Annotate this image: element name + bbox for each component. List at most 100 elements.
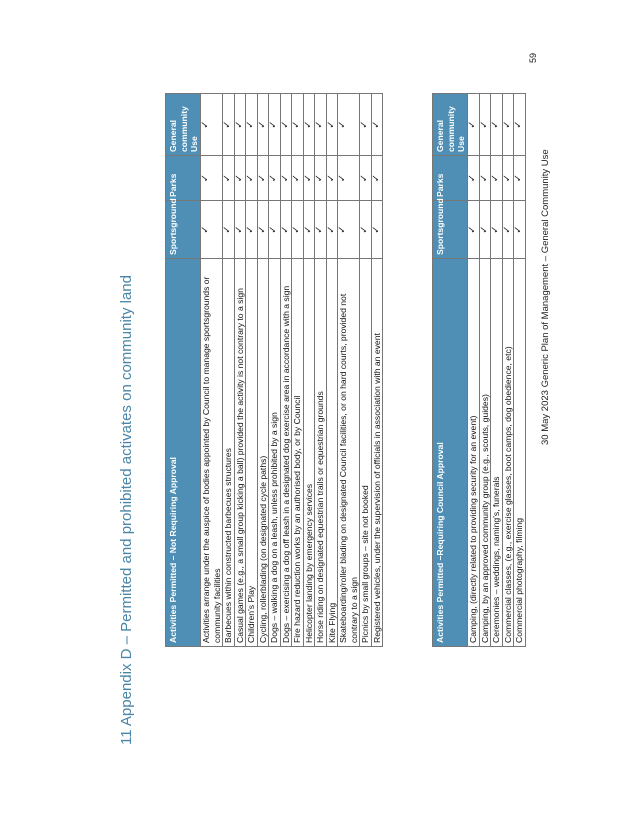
sportsground-tick-cell: ✓ (291, 200, 303, 259)
parks-tick-cell: ✓ (303, 155, 315, 201)
table-row: Horse riding on designated equestrian tr… (314, 93, 326, 647)
column-header-general-community-use: General community Use (432, 93, 468, 156)
general-community-use-tick-cell: ✓ (502, 93, 514, 156)
table-row: Fire hazard reduction works by an author… (291, 93, 303, 647)
sportsground-tick-cell: ✓ (479, 200, 491, 259)
table-row: Commercial photography, filming✓✓✓ (513, 93, 525, 647)
sportsground-tick-cell: ✓ (200, 200, 223, 259)
table-row: Dogs – exercising a dog off leash in a d… (280, 93, 292, 647)
parks-tick-cell: ✓ (479, 155, 491, 201)
parks-tick-cell: ✓ (467, 155, 479, 201)
table-row: Skateboarding/roller blading on designat… (337, 93, 360, 647)
page-footer: 30 May 2023 Generic Plan of Management –… (540, 149, 551, 445)
activity-cell: Ceremonies – weddings, naming’s, funeral… (490, 258, 502, 647)
activity-cell: Activities arrange under the auspice of … (200, 258, 223, 647)
sportsground-tick-cell: ✓ (502, 200, 514, 259)
column-header-parks: Parks (165, 155, 201, 201)
general-community-use-tick-cell: ✓ (291, 93, 303, 156)
general-community-use-tick-cell: ✓ (513, 93, 525, 156)
activity-cell: Kite Flying (326, 258, 338, 647)
activity-cell: Skateboarding/roller blading on designat… (337, 258, 360, 647)
activity-cell: Camping, (directly related to providing … (467, 258, 479, 647)
general-community-use-tick-cell: ✓ (314, 93, 326, 156)
sportsground-tick-cell: ✓ (257, 200, 269, 259)
activity-cell: Helicopter landing by emergency services (303, 258, 315, 647)
general-community-use-tick-cell: ✓ (200, 93, 223, 156)
table-row: Camping, by an approved community group … (479, 93, 491, 647)
sportsground-tick-cell: ✓ (280, 200, 292, 259)
sportsground-tick-cell: ✓ (337, 200, 360, 259)
permitted-activities-table: Activities Permitted – Not Requiring App… (165, 93, 383, 647)
parks-tick-cell: ✓ (257, 155, 269, 201)
activity-cell: Dogs – walking a dog on a leash, unless … (268, 258, 280, 647)
general-community-use-tick-cell: ✓ (326, 93, 338, 156)
parks-tick-cell: ✓ (490, 155, 502, 201)
general-community-use-tick-cell: ✓ (371, 93, 383, 156)
column-header-parks: Parks (432, 155, 468, 201)
table-row: Helicopter landing by emergency services… (303, 93, 315, 647)
activity-cell: Children’s Play (245, 258, 257, 647)
sportsground-tick-cell: ✓ (222, 200, 234, 259)
column-header-sportsground: Sportsground (165, 198, 201, 259)
activity-cell: Cycling, rollerblading (on designated cy… (257, 258, 269, 647)
activity-cell: Commercial classes, (e.g., exercise glas… (502, 258, 514, 647)
table-row: Ceremonies – weddings, naming’s, funeral… (490, 93, 502, 647)
parks-tick-cell: ✓ (234, 155, 246, 201)
table-body: Activities arrange under the auspice of … (200, 93, 383, 647)
activity-cell: Commercial photography, filming (513, 258, 525, 647)
page-number: 59 (528, 52, 538, 63)
column-header-activity: Activities Permitted –Requiring Council … (432, 258, 468, 647)
table-row: Kite Flying✓✓✓ (326, 93, 338, 647)
activity-cell: Picnics by small groups – site not booke… (359, 258, 371, 647)
general-community-use-tick-cell: ✓ (303, 93, 315, 156)
sportsground-tick-cell: ✓ (245, 200, 257, 259)
table-row: Cycling, rollerblading (on designated cy… (257, 93, 269, 647)
general-community-use-tick-cell: ✓ (359, 93, 371, 156)
general-community-use-tick-cell: ✓ (245, 93, 257, 156)
table-row: Dogs – walking a dog on a leash, unless … (268, 93, 280, 647)
general-community-use-tick-cell: ✓ (234, 93, 246, 156)
table-header-row: Activities Permitted –Requiring Council … (432, 93, 468, 647)
activity-cell: Horse riding on designated equestrian tr… (314, 258, 326, 647)
general-community-use-tick-cell: ✓ (280, 93, 292, 156)
general-community-use-tick-cell: ✓ (337, 93, 360, 156)
parks-tick-cell: ✓ (222, 155, 234, 201)
activity-cell: Fire hazard reduction works by an author… (291, 258, 303, 647)
general-community-use-tick-cell: ✓ (490, 93, 502, 156)
parks-tick-cell: ✓ (371, 155, 383, 201)
parks-tick-cell: ✓ (291, 155, 303, 201)
activity-cell: Casual games (e.g., a small group kickin… (234, 258, 246, 647)
table-row: Casual games (e.g., a small group kickin… (234, 93, 246, 647)
parks-tick-cell: ✓ (200, 155, 223, 201)
table-row: Barbecues within constructed barbecues s… (222, 93, 234, 647)
table-row: Commercial classes, (e.g., exercise glas… (502, 93, 514, 647)
general-community-use-tick-cell: ✓ (479, 93, 491, 156)
sportsground-tick-cell: ✓ (490, 200, 502, 259)
general-community-use-tick-cell: ✓ (257, 93, 269, 156)
sportsground-tick-cell: ✓ (268, 200, 280, 259)
sportsground-tick-cell: ✓ (234, 200, 246, 259)
page-title: 11 Appendix D – Permitted and prohibited… (118, 275, 135, 745)
activity-cell: Barbecues within constructed barbecues s… (222, 258, 234, 647)
parks-tick-cell: ✓ (280, 155, 292, 201)
table-row: Registered vehicles, under the supervisi… (371, 93, 383, 647)
table-row: Picnics by small groups – site not booke… (359, 93, 371, 647)
table-header-row: Activities Permitted – Not Requiring App… (165, 93, 201, 647)
activity-cell: Dogs – exercising a dog off leash in a d… (280, 258, 292, 647)
column-header-general-community-use: General community Use (165, 93, 201, 156)
table-row: Camping, (directly related to providing … (467, 93, 479, 647)
parks-tick-cell: ✓ (245, 155, 257, 201)
parks-tick-cell: ✓ (513, 155, 525, 201)
parks-tick-cell: ✓ (268, 155, 280, 201)
activity-cell: Registered vehicles, under the supervisi… (371, 258, 383, 647)
parks-tick-cell: ✓ (326, 155, 338, 201)
parks-tick-cell: ✓ (314, 155, 326, 201)
column-header-activity: Activities Permitted – Not Requiring App… (165, 258, 201, 647)
approval-activities-table: Activities Permitted –Requiring Council … (432, 93, 526, 647)
general-community-use-tick-cell: ✓ (222, 93, 234, 156)
sportsground-tick-cell: ✓ (513, 200, 525, 259)
column-header-sportsground: Sportsground (432, 198, 468, 259)
parks-tick-cell: ✓ (359, 155, 371, 201)
